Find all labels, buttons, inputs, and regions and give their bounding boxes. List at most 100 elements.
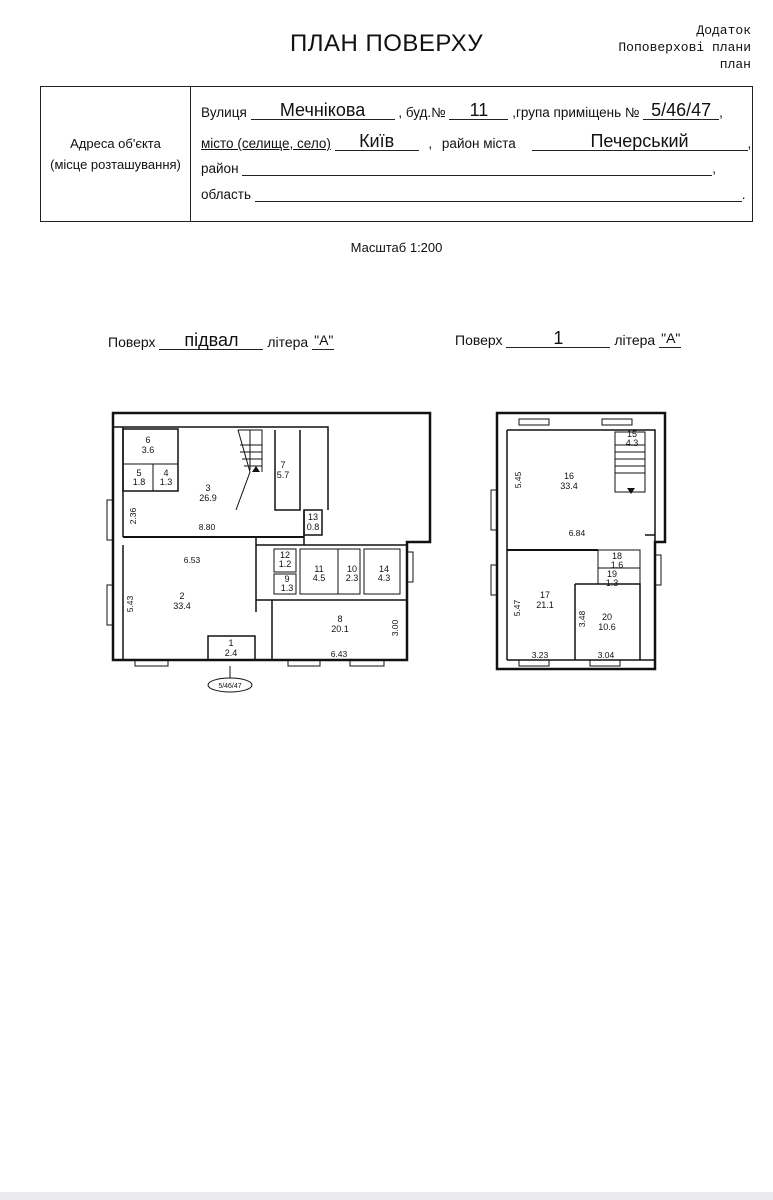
room-number: 19 <box>607 569 617 579</box>
dimension-label: 5.45 <box>513 471 523 488</box>
room-number: 16 <box>564 471 574 481</box>
room-number: 6 <box>145 435 150 445</box>
region-label: область <box>201 187 251 202</box>
room-number: 2 <box>179 591 184 601</box>
room-number: 17 <box>540 590 550 600</box>
address-row-city: місто (селище, село) Київ , район міста … <box>201 132 751 151</box>
basement-dimensions: 2.36 8.80 6.53 5.43 3.00 6.43 <box>125 507 400 659</box>
room-area: 33.4 <box>560 481 578 491</box>
page-title: ПЛАН ПОВЕРХУ <box>289 30 484 57</box>
scale-label: Масштаб 1:200 <box>350 240 443 255</box>
dimension-label: 3.00 <box>390 619 400 636</box>
dimension-label: 2.36 <box>128 507 138 524</box>
room-area: 4.5 <box>313 573 326 583</box>
street-label: Вулиця <box>201 105 247 120</box>
floor-value: підвал <box>159 331 264 350</box>
dimension-label: 3.04 <box>598 650 615 660</box>
district-line <box>242 163 713 176</box>
basement-room-labels: 6 3.6 5 1.8 4 1.3 3 26.9 7 5.7 13 0.8 12… <box>133 435 391 658</box>
room-area: 2.4 <box>225 648 238 658</box>
letter-value: "А" <box>659 330 682 348</box>
stair-arrow-icon <box>252 466 260 472</box>
address-table: Адреса об'єкта (місце розташування) Вули… <box>40 86 753 222</box>
period: . <box>741 187 746 202</box>
room-number: 13 <box>308 512 318 522</box>
room-number: 12 <box>280 550 290 560</box>
room-area: 33.4 <box>173 601 191 611</box>
room-number: 4 <box>163 468 168 478</box>
room-number: 15 <box>627 429 637 439</box>
room-area: 1.2 <box>279 559 292 569</box>
addendum-note: Додаток Поповерхові плани план <box>618 22 751 73</box>
address-row-street: Вулиця Мечнікова , буд.№ 11 ,група примі… <box>201 101 723 120</box>
dimension-label: 6.53 <box>184 555 201 565</box>
floor-caption: Поверх <box>455 332 503 348</box>
room-area: 3.6 <box>142 445 155 455</box>
addendum-line-1: Додаток <box>696 23 751 38</box>
district-city-value: Печерський <box>531 132 748 151</box>
bottom-bar <box>0 1192 773 1200</box>
letter-caption: літера <box>614 332 656 348</box>
room-area: 2.3 <box>346 573 359 583</box>
addendum-line-3: план <box>719 57 751 72</box>
dimension-label: 6.84 <box>569 528 586 538</box>
room-number: 5 <box>136 468 141 478</box>
room-number: 10 <box>347 564 357 574</box>
letter-value: "А" <box>312 332 335 350</box>
addendum-line-2: Поповерхові плани <box>618 40 751 55</box>
location-label: (місце розташування) <box>50 157 181 172</box>
room-number: 20 <box>602 612 612 622</box>
region-line <box>254 189 742 202</box>
floor-label-first: Поверх 1 літера "А" <box>455 329 682 348</box>
letter-caption: літера <box>267 334 309 350</box>
room-area: 20.1 <box>331 624 349 634</box>
room-number: 11 <box>314 564 323 574</box>
floor-label-basement: Поверх підвал літера "А" <box>108 331 335 350</box>
group-value: 5/46/47 <box>643 101 720 120</box>
dimension-label: 8.80 <box>199 522 216 532</box>
district-label: район <box>201 161 239 176</box>
first-floor-room-labels: 15 4.3 16 33.4 18 1.6 19 1.3 17 21.1 20 … <box>536 429 638 632</box>
district-city-label: район міста <box>441 136 516 151</box>
address-label: Адреса об'єкта <box>70 136 161 151</box>
city-label: місто (селище, село) <box>201 136 331 151</box>
room-number: 18 <box>612 551 622 561</box>
basement-plan <box>106 411 432 667</box>
room-area: 0.8 <box>307 522 320 532</box>
comma-3: , <box>747 136 752 151</box>
address-row-district: район , <box>201 161 716 176</box>
room-area: 4.3 <box>378 573 391 583</box>
room-number: 7 <box>280 460 285 470</box>
room-number: 14 <box>379 564 389 574</box>
dimension-label: 5.43 <box>125 595 135 612</box>
comma-1: , <box>719 105 723 120</box>
room-area: 5.7 <box>277 470 290 480</box>
room-area: 1.3 <box>160 477 173 487</box>
building-value: 11 <box>449 101 509 120</box>
address-label-cell: Адреса об'єкта (місце розташування) <box>41 87 191 221</box>
room-area: 10.6 <box>598 622 616 632</box>
dimension-label: 3.48 <box>577 610 587 627</box>
room-number: 8 <box>337 614 342 624</box>
group-label: ,група приміщень № <box>512 105 640 120</box>
dimension-label: 3.23 <box>532 650 549 660</box>
room-number: 9 <box>284 574 289 584</box>
city-value: Київ <box>334 132 419 151</box>
room-area: 1.8 <box>133 477 146 487</box>
dimension-label: 6.43 <box>331 649 348 659</box>
comma-2: , <box>428 136 433 151</box>
first-floor-plan <box>490 411 667 671</box>
room-area: 26.9 <box>199 493 217 503</box>
floor-value: 1 <box>506 329 611 348</box>
floor-caption: Поверх <box>108 334 156 350</box>
room-number: 3 <box>205 483 210 493</box>
dimension-label: 5.47 <box>512 599 522 616</box>
comma-4: , <box>712 161 717 176</box>
room-area: 4.3 <box>626 438 639 448</box>
building-label: , буд.№ <box>398 105 446 120</box>
group-stamp-label: 5/46/47 <box>218 683 241 690</box>
address-row-region: область . <box>201 187 746 202</box>
room-area: 1.3 <box>281 583 294 593</box>
street-value: Мечнікова <box>250 101 395 120</box>
